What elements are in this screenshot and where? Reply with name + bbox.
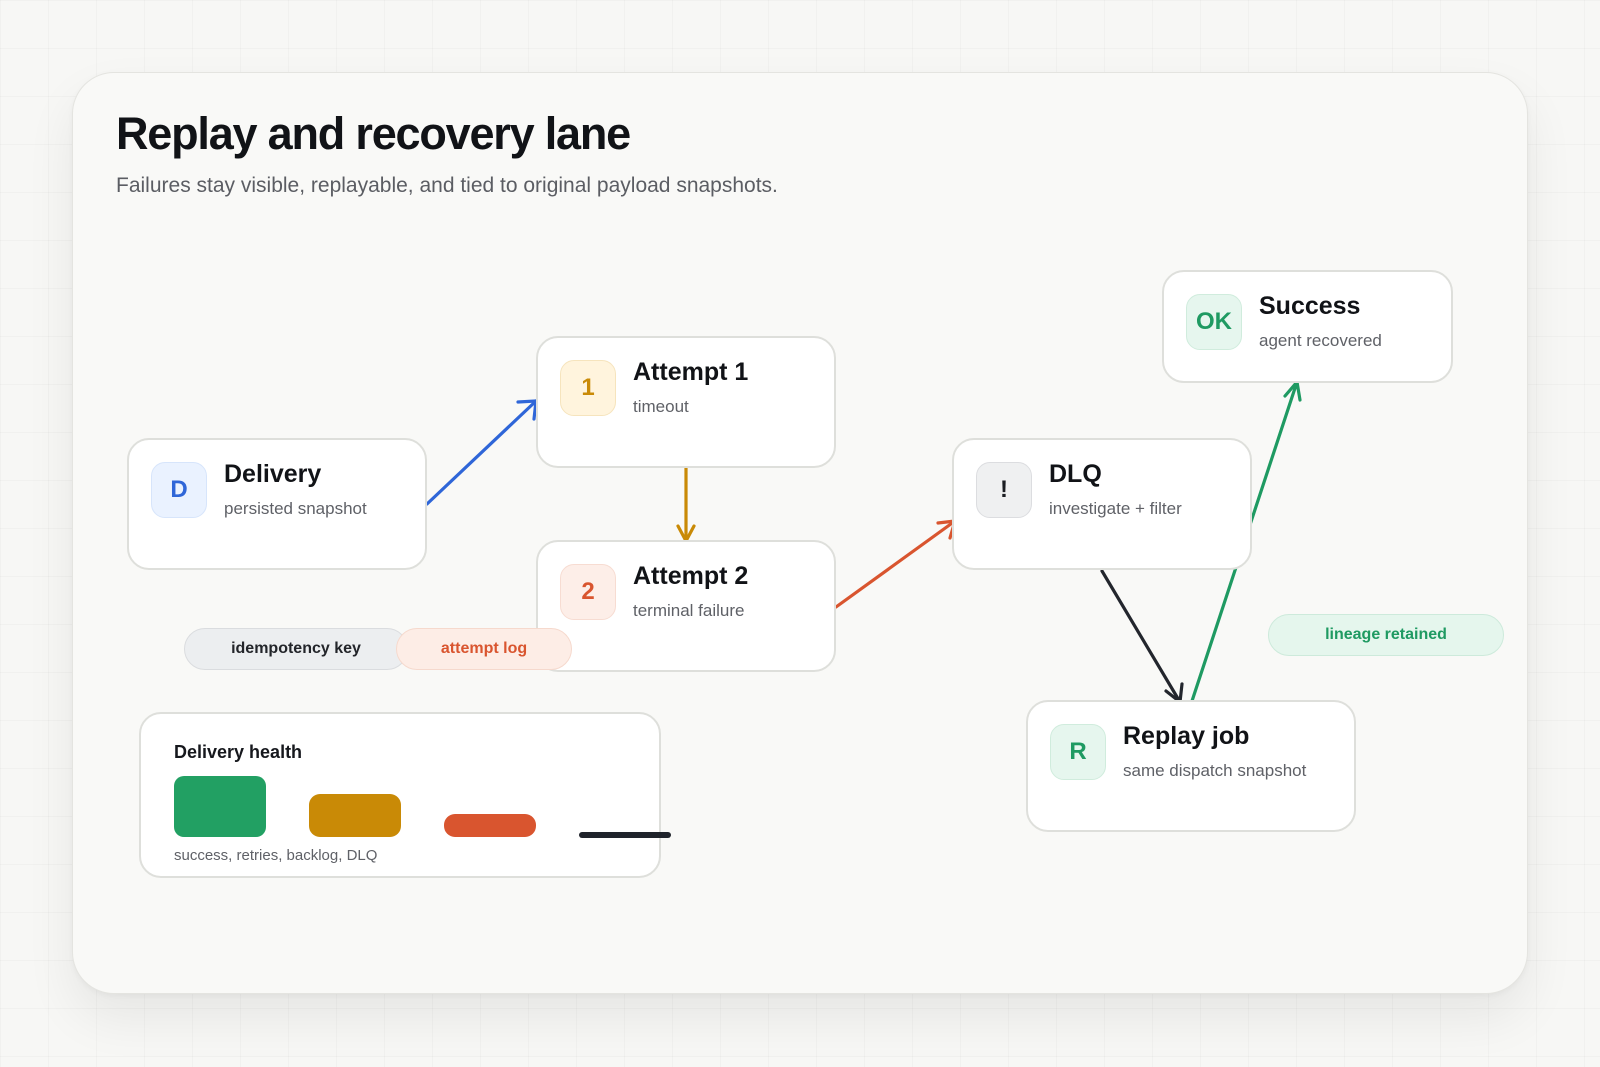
health-bar-success <box>174 776 266 837</box>
node-delivery-title: Delivery <box>224 460 322 488</box>
arrow-attempt2-to-dlq <box>834 519 957 609</box>
node-dlq-title: DLQ <box>1049 460 1102 488</box>
node-success-title: Success <box>1259 292 1361 320</box>
node-dlq-subtitle: investigate + filter <box>1049 499 1182 518</box>
node-dlq[interactable]: ! DLQ investigate + filter <box>952 438 1252 570</box>
node-delivery[interactable]: D Delivery persisted snapshot <box>127 438 427 570</box>
node-replay-job[interactable]: R Replay job same dispatch snapshot <box>1026 700 1356 832</box>
node-attempt2-title: Attempt 2 <box>633 562 749 590</box>
health-bar-backlog <box>444 814 536 837</box>
replay-badge-icon: R <box>1050 724 1106 780</box>
arrow-dlq-to-replay <box>1100 569 1182 704</box>
delivery-health-caption: success, retries, backlog, DLQ <box>174 847 378 864</box>
delivery-badge-icon: D <box>151 462 207 518</box>
page-subtitle: Failures stay visible, replayable, and t… <box>116 174 778 197</box>
page-title: Replay and recovery lane <box>116 108 631 159</box>
node-attempt2-subtitle: terminal failure <box>633 601 745 620</box>
attempt1-badge-icon: 1 <box>560 360 616 416</box>
delivery-health-title: Delivery health <box>174 742 303 762</box>
health-bar-dlq <box>579 832 671 838</box>
node-success[interactable]: OK Success agent recovered <box>1162 270 1453 383</box>
idempotency-key-pill: idempotency key <box>184 628 408 670</box>
lineage-retained-pill: lineage retained <box>1268 614 1504 656</box>
node-attempt2[interactable]: 2 Attempt 2 terminal failure <box>536 540 836 672</box>
delivery-health-card: Delivery health success, retries, backlo… <box>139 712 671 878</box>
node-success-subtitle: agent recovered <box>1259 331 1382 350</box>
success-badge-icon: OK <box>1186 294 1242 350</box>
health-bar-retries <box>309 794 401 837</box>
arrow-delivery-to-attempt1 <box>425 399 538 506</box>
attempt2-badge-icon: 2 <box>560 564 616 620</box>
node-replay-title: Replay job <box>1123 722 1250 750</box>
alert-badge-icon: ! <box>976 462 1032 518</box>
attempt-log-pill: attempt log <box>396 628 572 670</box>
node-attempt1[interactable]: 1 Attempt 1 timeout <box>536 336 836 468</box>
node-replay-subtitle: same dispatch snapshot <box>1123 761 1307 780</box>
node-attempt1-subtitle: timeout <box>633 397 689 416</box>
node-attempt1-title: Attempt 1 <box>633 358 749 386</box>
node-delivery-subtitle: persisted snapshot <box>224 499 367 518</box>
